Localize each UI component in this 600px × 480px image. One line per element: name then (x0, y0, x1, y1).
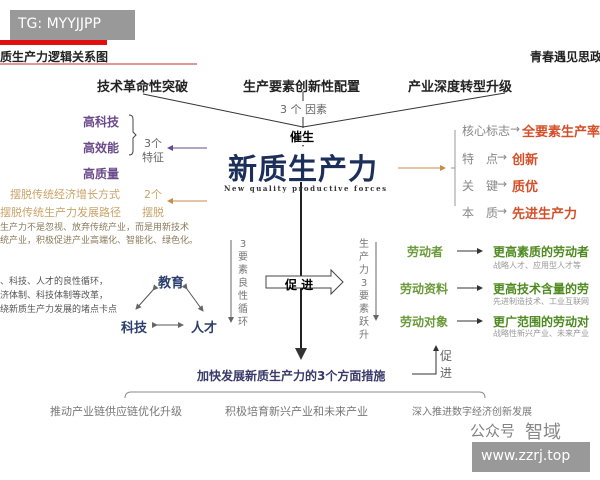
promote-arrow-label: 促 进 (285, 278, 314, 292)
wechat-watermark: 公众号 (470, 422, 516, 440)
escape-item: 摆脱传统生产力发展路径 (0, 206, 121, 219)
arrow-icon: → (497, 204, 508, 218)
escape-item: 摆脱传统经济增长方式 (10, 188, 120, 201)
feature-item: 高科技 (83, 115, 120, 129)
attr-value: 先进生产力 (512, 207, 578, 222)
leap-vertical-label: 生产力3要素跃升 (359, 239, 369, 341)
brand-watermark: 智域 (525, 422, 561, 443)
page-title: 质生产力逻辑关系图 (0, 50, 109, 64)
attr-label: 本 质 (462, 206, 499, 220)
attr-value: 质优 (512, 180, 539, 195)
attr-value: 全要素生产率 (522, 125, 600, 140)
note-line: 统产业，积极促进产业高端化、智能化、绿色化。 (0, 236, 199, 246)
escape-label: 2个 (144, 188, 162, 201)
triangle-education: 教育 (158, 276, 185, 291)
cycle-line: 绕新质生产力发展的堵点卡点 (0, 305, 118, 315)
attr-value: 创新 (512, 153, 539, 168)
arrow-icon: → (497, 177, 508, 191)
factor3-result: 更广范围的劳动对 (493, 315, 590, 329)
factor3-sub: 战略人才、应用型人才等 (493, 261, 581, 270)
cuisheng-label: 催生 (290, 128, 315, 145)
url-watermark: www.zzrj.top (472, 442, 590, 472)
factor3-name: 劳动者 (407, 245, 444, 259)
note-line: 生产力不是忽视、放弃传统产业，而是用新技术 (0, 223, 190, 233)
center-subtitle: New quality productive forces (224, 184, 388, 193)
promote-up-label: 促 (440, 349, 453, 363)
factor-tech: 技术革命性突破 (97, 80, 189, 95)
measure-item: 推动产业链供应链优化升级 (50, 405, 182, 418)
factor3-name: 劳动资料 (400, 282, 449, 296)
factors-label: 3 个 因素 (280, 101, 327, 117)
factor-elements: 生产要素创新性配置 (243, 80, 361, 95)
triangle-tech: 科技 (121, 321, 148, 336)
feature-item: 高效能 (83, 141, 120, 155)
source-label: 青春遇见思政 (530, 50, 600, 64)
arrow-icon: → (510, 122, 521, 136)
triangle-talent: 人才 (191, 321, 218, 336)
arrow-icon: → (497, 150, 508, 164)
promote-up-label: 进 (440, 366, 453, 380)
factor-industry: 产业深度转型升级 (408, 80, 513, 95)
features-label: 3个 (144, 137, 162, 150)
factor3-name: 劳动对象 (400, 315, 449, 329)
escape-label: 摆脱 (142, 206, 164, 219)
factor3-result: 更高技术含量的劳 (493, 282, 590, 296)
factor3-sub: 战略性新兴产业、未来产业 (493, 329, 589, 338)
attr-label: 关 键 (462, 179, 499, 193)
center-title: 新质生产力 (228, 152, 379, 186)
measure-item: 积极培育新兴产业和未来产业 (225, 405, 368, 418)
cycle-vertical-label: 3要素良性循环 (238, 239, 248, 328)
measures-title: 加快发展新质生产力的3个方面措施 (197, 369, 386, 383)
feature-item: 高质量 (83, 167, 120, 181)
cycle-line: 、科技、人才的良性循环， (0, 277, 109, 287)
measure-item: 深入推进数字经济创新发展 (412, 407, 532, 418)
cycle-line: 济体制、科技体制等改革， (0, 291, 109, 301)
attr-label: 核心标志 (462, 124, 511, 138)
factor3-result: 更高素质的劳动者 (493, 245, 590, 259)
factor3-sub: 先进制造技术、工业互联网 (493, 297, 589, 306)
watermark-tag: TG: MYYJJPP (10, 10, 135, 40)
features-label: 特征 (142, 151, 164, 164)
attr-label: 特 点 (462, 152, 499, 166)
